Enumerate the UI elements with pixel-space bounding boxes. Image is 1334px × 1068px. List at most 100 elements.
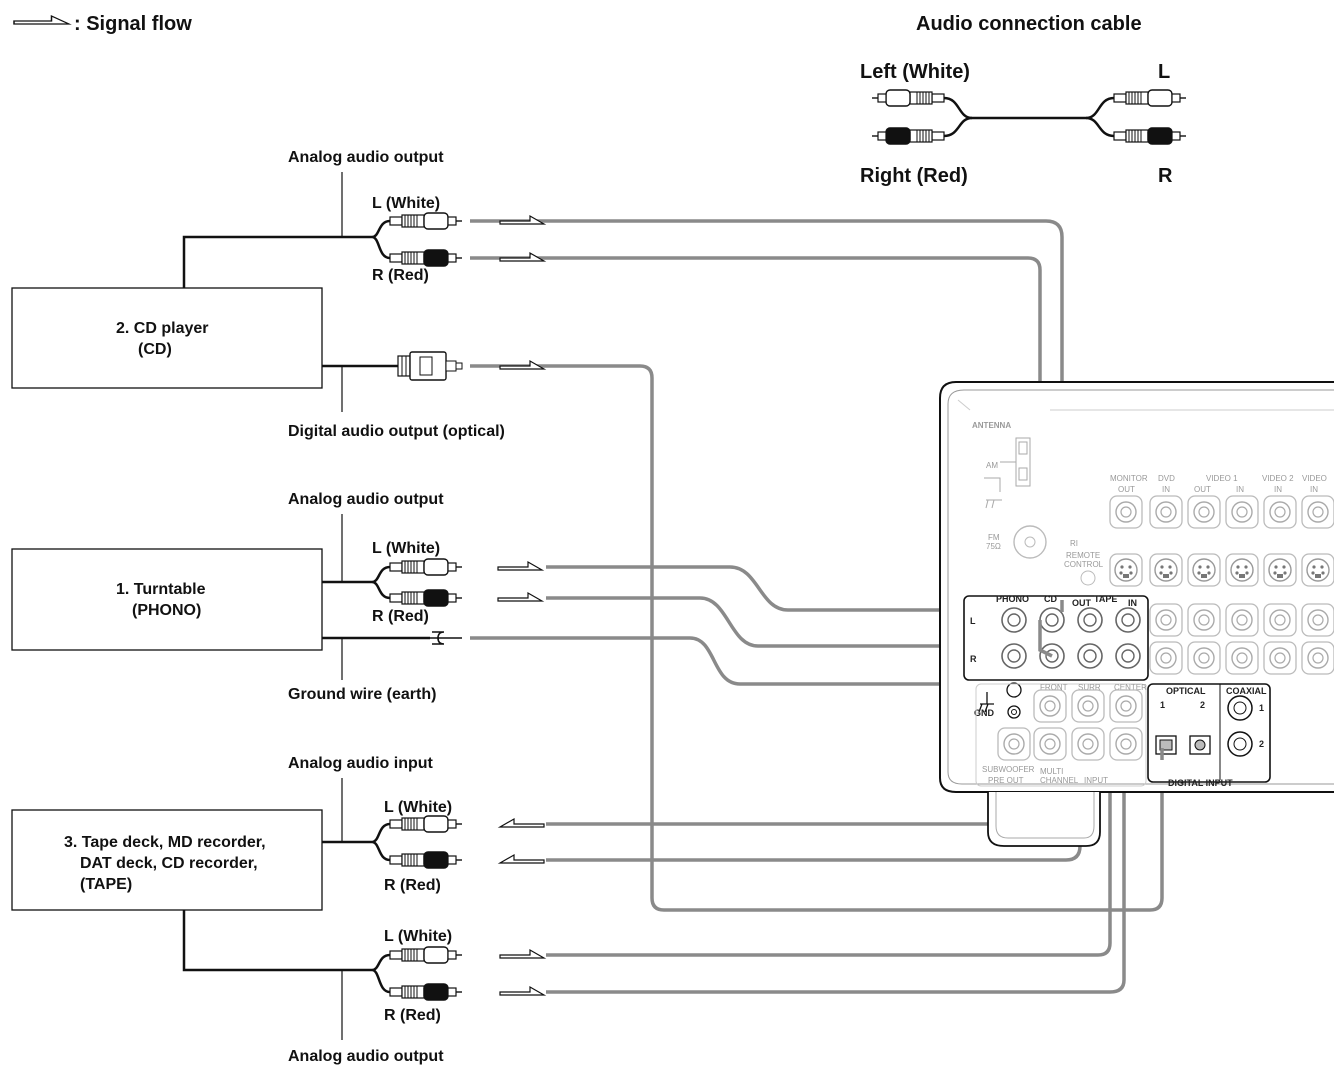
monitor-out-label: OUT (1118, 485, 1135, 494)
tape-deck-name-line1: 3. Tape deck, MD recorder, (64, 834, 266, 851)
monitor-label: MONITOR (1110, 474, 1148, 483)
front-label: FRONT (1040, 683, 1068, 692)
gnd-label: GND (974, 708, 995, 718)
video3-label: VIDEO (1302, 474, 1327, 483)
receiver-rear-panel: ANTENNA AM FM 75Ω RI REMOTE CONTROL MONI… (939, 381, 1334, 847)
turntable-code: (PHONO) (132, 602, 201, 619)
rca-plug-red-icon (871, 127, 945, 145)
digital-input-block (1147, 683, 1271, 783)
cd-analog-output-label: Analog audio output (288, 149, 444, 166)
dvd-in-label: IN (1162, 485, 1170, 494)
tape-out-l-jack (1077, 607, 1103, 633)
subwoofer-label: SUBWOOFER (982, 765, 1035, 774)
rca-plug-white-icon (389, 946, 463, 964)
control-label: CONTROL (1064, 560, 1104, 569)
tape-out-l-white-label: L (White) (384, 928, 452, 945)
mc-input-label: INPUT (1084, 776, 1108, 785)
optical-2-label: 2 (1200, 700, 1205, 710)
tape-in-l-jack (1115, 607, 1141, 633)
optical-plug-icon (397, 351, 463, 381)
phono-analog-output-label: Analog audio output (288, 491, 444, 508)
ri-label: RI (1070, 539, 1078, 548)
video2-label: VIDEO 2 (1262, 474, 1294, 483)
rca-plug-red-icon (389, 851, 463, 869)
cable-right-red-label: Right (Red) (860, 165, 968, 187)
pre-out-label: PRE OUT (988, 776, 1024, 785)
am-label: AM (986, 461, 998, 470)
cable-wire (943, 96, 1115, 120)
signal-arrow-icon (497, 592, 543, 602)
cd-player-code: (CD) (138, 341, 172, 358)
panel-l-label: L (970, 616, 976, 626)
tape-deck-name-line2: DAT deck, CD recorder, (80, 855, 258, 872)
fm-label: FM (988, 533, 1000, 542)
cd-label: CD (1044, 594, 1057, 604)
tape-connections: Analog audio input L (White) R (Red) L (… (182, 755, 463, 1065)
cable-left-white-label: Left (White) (860, 61, 970, 83)
cd-connections: Analog audio output L (White) R (Red) Di… (182, 149, 505, 440)
video2-in-label: IN (1274, 485, 1282, 494)
signal-arrow-icon (497, 561, 543, 571)
coaxial-1-label: 1 (1259, 703, 1264, 713)
rca-plug-red-icon (389, 249, 463, 267)
tape-out-r-red-label: R (Red) (384, 1007, 441, 1024)
tape-out-r-jack (1077, 643, 1103, 669)
cable-wire (943, 116, 1115, 138)
device-cd-player: 2. CD player (CD) (11, 287, 323, 389)
rca-plug-red-icon (389, 983, 463, 1001)
signal-arrow-icon (499, 854, 545, 864)
signal-arrow-icon (499, 949, 545, 959)
optical-1-label: 1 (1160, 700, 1165, 710)
phono-connections: Analog audio output L (White) R (Red) Gr… (288, 491, 463, 703)
device-tape-deck: 3. Tape deck, MD recorder, DAT deck, CD … (11, 809, 323, 911)
gnd-terminal (1006, 682, 1022, 698)
digital-input-label: DIGITAL INPUT (1168, 778, 1233, 788)
ground-wire-label: Ground wire (earth) (288, 686, 436, 703)
tape-in-r-jack (1115, 643, 1141, 669)
tape-analog-input-label: Analog audio input (288, 755, 434, 772)
rca-plug-red-icon (1113, 127, 1187, 145)
tape-label: TAPE (1094, 594, 1117, 604)
rca-plug-white-icon (1113, 89, 1187, 107)
cd-player-name: 2. CD player (116, 320, 208, 337)
phono-r-red-label: R (Red) (372, 608, 429, 625)
tape-in-l-white-label: L (White) (384, 799, 452, 816)
tape-out-label: OUT (1072, 598, 1092, 608)
phono-l-jack (1001, 607, 1027, 633)
signal-arrow-icon (499, 986, 545, 996)
rca-plug-red-icon (389, 589, 463, 607)
audio-input-block (963, 595, 1149, 681)
phono-r-jack (1001, 643, 1027, 669)
cable-legend-title: Audio connection cable (916, 13, 1142, 35)
cable-l-label: L (1158, 61, 1170, 83)
cd-l-white-label: L (White) (372, 195, 440, 212)
antenna-label: ANTENNA (972, 421, 1011, 430)
fm-ohm-label: 75Ω (986, 542, 1001, 551)
dvd-label: DVD (1158, 474, 1175, 483)
phono-label: PHONO (996, 594, 1029, 604)
coaxial-label: COAXIAL (1226, 686, 1267, 696)
signal-arrows (497, 215, 545, 996)
ground-icon (978, 692, 994, 713)
rca-plug-white-icon (389, 815, 463, 833)
turntable-name: 1. Turntable (116, 581, 206, 598)
signal-arrow-icon (13, 15, 70, 25)
cd-r-red-label: R (Red) (372, 267, 429, 284)
surr-label: SURR (1078, 683, 1101, 692)
signal-flow-legend: : Signal flow (13, 13, 192, 35)
remote-label: REMOTE (1066, 551, 1100, 560)
signal-arrow-icon (499, 818, 545, 828)
panel-r-label: R (970, 654, 977, 664)
video1-in-label: IN (1236, 485, 1244, 494)
center-label: CENTER (1114, 683, 1147, 692)
cable-r-label: R (1158, 165, 1173, 187)
video1-label: VIDEO 1 (1206, 474, 1238, 483)
spade-lug-icon (430, 631, 462, 645)
optical-label: OPTICAL (1166, 686, 1206, 696)
tape-in-r-red-label: R (Red) (384, 877, 441, 894)
rca-plug-white-icon (389, 558, 463, 576)
multi-label: MULTI (1040, 767, 1063, 776)
video1-out-label: OUT (1194, 485, 1211, 494)
device-turntable: 1. Turntable (PHONO) (11, 548, 323, 651)
